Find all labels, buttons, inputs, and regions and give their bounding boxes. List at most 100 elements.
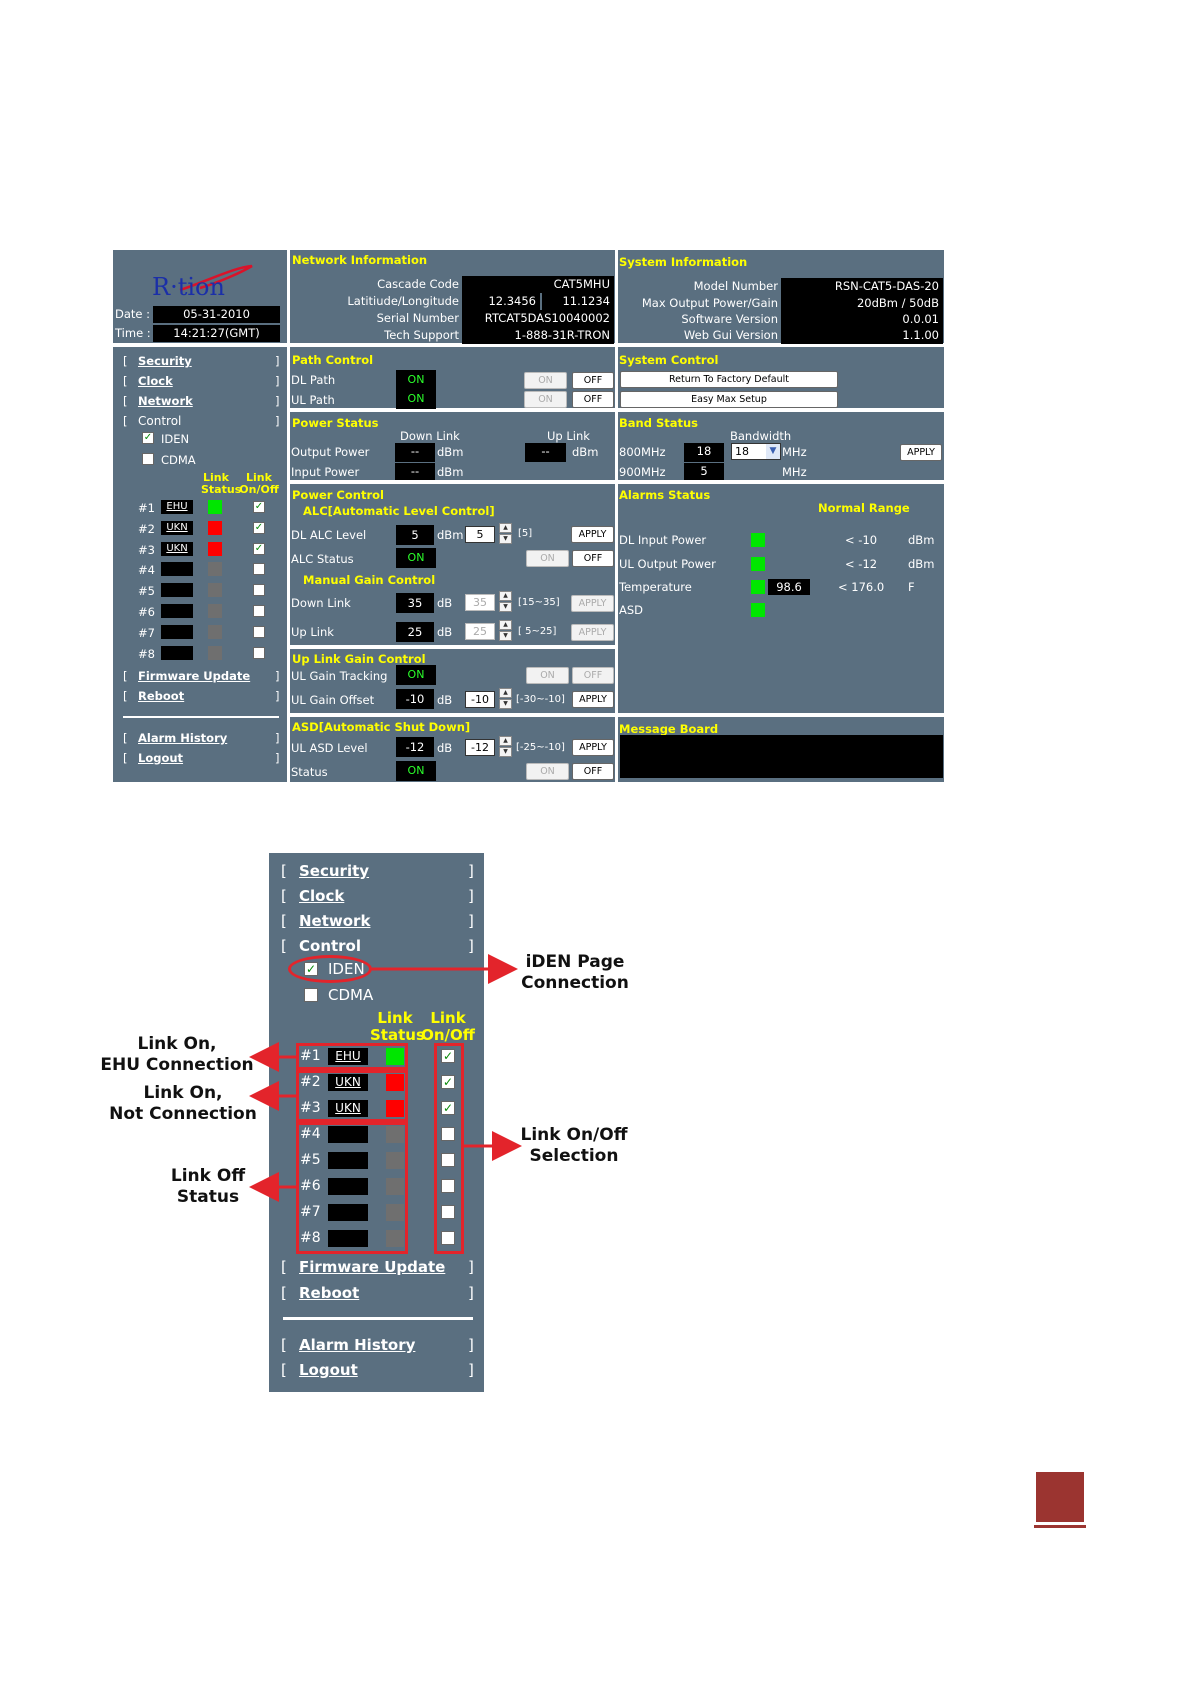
dl-path-off-button[interactable]: OFF [572, 372, 614, 389]
up-link-gain-input[interactable]: 25 [465, 623, 495, 640]
up-arrow-icon[interactable]: ▲ [499, 688, 512, 698]
link-onoff-checkbox[interactable] [441, 1205, 455, 1219]
cdma-checkbox[interactable] [142, 453, 154, 465]
ul-gain-tracking-off-button[interactable]: OFF [572, 667, 614, 684]
up-arrow-icon[interactable]: ▲ [499, 736, 512, 746]
ul-asd-level-stepper[interactable]: ▲▼ [499, 736, 512, 758]
ul-gain-offset-stepper[interactable]: ▲▼ [499, 688, 512, 710]
link-onoff-checkbox[interactable] [253, 646, 265, 659]
reboot-link[interactable]: Reboot [138, 689, 185, 703]
zoom-sidebar-item-control[interactable]: Control [299, 937, 362, 955]
sidebar-item-logout[interactable]: Logout [138, 751, 183, 765]
zoom-sidebar-item-alarm-history[interactable]: Alarm History [299, 1336, 415, 1354]
band-apply-button[interactable]: APPLY [900, 444, 942, 461]
zoom-sidebar-item-reboot[interactable]: Reboot [299, 1284, 359, 1302]
link-onoff-checkbox[interactable] [441, 1179, 455, 1193]
link-name-box[interactable]: UKN [161, 520, 193, 535]
sidebar-item-control[interactable]: Control [138, 414, 182, 428]
dl-alc-value: 5 [396, 525, 434, 545]
firmware-update-link[interactable]: Firmware Update [138, 669, 251, 683]
band-900-value: 5 [684, 463, 724, 480]
logout-link[interactable]: Logout [138, 751, 184, 765]
ul-path-off-button[interactable]: OFF [572, 391, 614, 408]
network-link[interactable]: Network [138, 394, 193, 408]
sidebar-item-alarm-history[interactable]: Alarm History [138, 731, 227, 745]
down-arrow-icon[interactable]: ▼ [499, 747, 512, 757]
up-arrow-icon[interactable]: ▲ [499, 620, 512, 630]
chevron-down-icon[interactable]: ▼ [766, 444, 780, 459]
link-name-box[interactable]: EHU [328, 1048, 368, 1065]
link-onoff-checkbox[interactable]: ✓ [253, 501, 265, 513]
down-link-gain-stepper[interactable]: ▲▼ [499, 591, 512, 613]
down-link-gain-input[interactable]: 35 [465, 594, 495, 611]
zoom-sidebar-item-logout[interactable]: Logout [299, 1361, 358, 1379]
factory-default-button[interactable]: Return To Factory Default [620, 371, 838, 388]
sidebar-item-security[interactable]: Security [138, 354, 192, 368]
link-onoff-checkbox[interactable] [253, 563, 265, 576]
asd-on-button[interactable]: ON [526, 763, 569, 780]
up-link-gain-apply-button[interactable]: APPLY [571, 624, 614, 641]
down-arrow-icon[interactable]: ▼ [499, 631, 512, 641]
asd-off-button[interactable]: OFF [572, 763, 614, 780]
zoom-sidebar-item-firmware[interactable]: Firmware Update [299, 1258, 445, 1276]
dl-path-on-button[interactable]: ON [524, 372, 567, 389]
link-onoff-checkbox[interactable] [441, 1127, 455, 1141]
link-onoff-checkbox[interactable]: ✓ [441, 1049, 455, 1063]
link-name-box[interactable]: EHU [161, 500, 193, 514]
dl-alc-stepper[interactable]: ▲▼ [499, 523, 512, 545]
network-link[interactable]: Network [299, 912, 371, 930]
ul-gain-offset-apply-button[interactable]: APPLY [572, 691, 614, 708]
link-onoff-checkbox[interactable] [253, 605, 265, 617]
zoom-cdma-checkbox[interactable] [304, 988, 318, 1002]
sidebar-item-reboot[interactable]: Reboot [138, 689, 184, 703]
down-arrow-icon[interactable]: ▼ [499, 534, 512, 544]
down-link-gain-apply-button[interactable]: APPLY [571, 595, 614, 612]
security-link[interactable]: Security [299, 862, 370, 880]
down-arrow-icon[interactable]: ▼ [499, 602, 512, 612]
iden-checkbox[interactable]: ✓ [142, 432, 154, 444]
link-name-box[interactable]: UKN [328, 1100, 368, 1117]
alarm-history-link[interactable]: Alarm History [138, 731, 228, 745]
link-onoff-checkbox[interactable]: ✓ [253, 521, 265, 534]
bandwidth-select[interactable]: 18▼ [731, 443, 781, 460]
link-onoff-checkbox[interactable] [253, 625, 265, 638]
alarm-history-link[interactable]: Alarm History [299, 1336, 416, 1354]
zoom-sidebar-item-clock[interactable]: Clock [299, 887, 344, 905]
up-arrow-icon[interactable]: ▲ [499, 523, 512, 533]
security-link[interactable]: Security [138, 354, 192, 368]
link-name-box[interactable]: UKN [328, 1074, 368, 1091]
sidebar-item-firmware[interactable]: Firmware Update [138, 669, 250, 683]
dl-alc-apply-button[interactable]: APPLY [571, 526, 614, 543]
mhz-unit: MHz [782, 445, 807, 459]
callout-iden-page-line1: iDEN Page [525, 952, 625, 972]
up-link-gain-stepper[interactable]: ▲▼ [499, 620, 512, 642]
link-onoff-checkbox[interactable]: ✓ [441, 1075, 455, 1089]
reboot-link[interactable]: Reboot [299, 1284, 360, 1302]
alc-off-button[interactable]: OFF [572, 550, 614, 567]
easy-max-setup-button[interactable]: Easy Max Setup [620, 391, 838, 408]
down-arrow-icon[interactable]: ▼ [499, 699, 512, 709]
ul-asd-level-input[interactable]: -12 [465, 739, 495, 756]
ul-asd-apply-button[interactable]: APPLY [572, 739, 614, 756]
firmware-update-link[interactable]: Firmware Update [299, 1258, 446, 1276]
ul-path-on-button[interactable]: ON [524, 391, 567, 408]
dl-alc-input[interactable]: 5 [465, 526, 495, 543]
zoom-sidebar-item-network[interactable]: Network [299, 912, 370, 930]
callout-link-on-ehu: Link On,EHU Connection [100, 1034, 254, 1076]
zoom-sidebar-item-security[interactable]: Security [299, 862, 369, 880]
logout-link[interactable]: Logout [299, 1361, 358, 1379]
link-onoff-checkbox[interactable]: ✓ [253, 542, 265, 555]
link-onoff-checkbox[interactable]: ✓ [441, 1101, 455, 1115]
sidebar-item-clock[interactable]: Clock [138, 374, 173, 388]
alc-on-button[interactable]: ON [526, 550, 569, 567]
ul-gain-offset-input[interactable]: -10 [465, 691, 495, 708]
link-onoff-checkbox[interactable] [441, 1153, 455, 1167]
sidebar-item-network[interactable]: Network [138, 394, 193, 408]
link-onoff-checkbox[interactable] [441, 1231, 455, 1245]
up-arrow-icon[interactable]: ▲ [499, 591, 512, 601]
link-name-box[interactable]: UKN [161, 541, 193, 556]
clock-link[interactable]: Clock [138, 374, 173, 388]
ul-gain-tracking-on-button[interactable]: ON [526, 667, 569, 684]
link-onoff-checkbox[interactable] [253, 584, 265, 597]
clock-link[interactable]: Clock [299, 887, 345, 905]
